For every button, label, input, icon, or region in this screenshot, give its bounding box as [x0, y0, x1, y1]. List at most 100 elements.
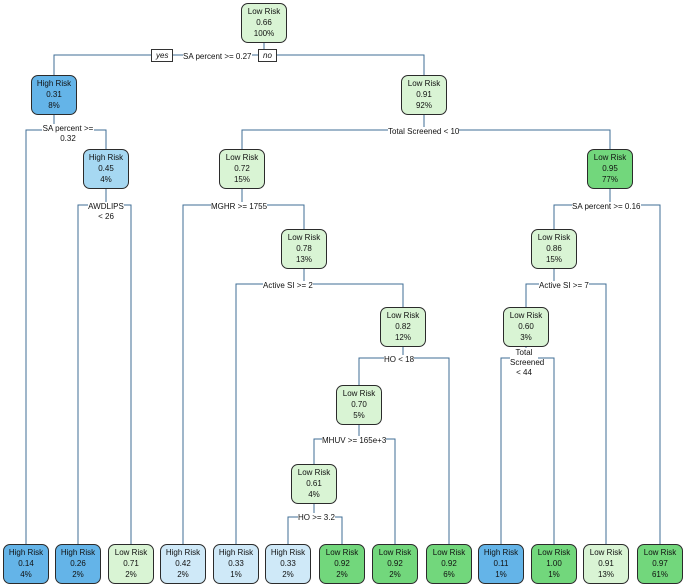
node-pct: 8%	[48, 101, 60, 110]
node-label: Low Risk	[509, 311, 543, 320]
node-label: Low Risk	[432, 548, 466, 557]
node-prob: 0.33	[228, 559, 244, 568]
node-label: Low Risk	[386, 311, 420, 320]
node-pct: 2%	[125, 570, 137, 579]
node-prob: 0.66	[256, 18, 272, 27]
split-condition: SA percent >= 0.16	[572, 202, 641, 212]
split-condition: Total Screened < 10	[388, 127, 460, 137]
node-pct: 6%	[443, 570, 455, 579]
node-label: Low Risk	[537, 548, 571, 557]
node-pct: 2%	[389, 570, 401, 579]
node-pct: 15%	[545, 255, 562, 264]
node-pct: 2%	[282, 570, 294, 579]
node-pct: 77%	[601, 175, 618, 184]
branch-label-no: no	[258, 49, 277, 62]
node-prob: 0.42	[175, 559, 191, 568]
node-pct: 61%	[651, 570, 668, 579]
node-prob: 0.60	[518, 322, 534, 331]
split-condition: SA percent >= 0.27	[183, 52, 252, 62]
node-prob: 0.31	[46, 90, 62, 99]
branch-label-yes: yes	[151, 49, 174, 62]
node-prob: 0.33	[280, 559, 296, 568]
split-condition: Active SI >= 2	[263, 281, 313, 291]
leaf-node: Low Risk 0.97 61%	[637, 544, 683, 584]
leaf-node: Low Risk 0.71 2%	[108, 544, 154, 584]
node-pct: 5%	[353, 411, 365, 420]
node-prob: 0.70	[351, 400, 367, 409]
node-label: High Risk	[218, 548, 254, 557]
node-prob: 0.92	[387, 559, 403, 568]
node-label: High Risk	[36, 79, 72, 88]
split-condition: AWDLIPS < 26	[88, 202, 124, 222]
node-label: Low Risk	[407, 79, 441, 88]
tree-edge	[500, 357, 555, 544]
leaf-node: Low Risk 0.92 2%	[372, 544, 418, 584]
node-pct: 92%	[415, 101, 432, 110]
node-prob: 0.78	[296, 244, 312, 253]
split-condition: HO >= 3.2	[298, 513, 335, 523]
tree-node: Low Risk 0.60 3%	[503, 307, 549, 347]
node-pct: 15%	[233, 175, 250, 184]
node-label: High Risk	[270, 548, 306, 557]
node-pct: 2%	[72, 570, 84, 579]
split-condition: MHUV >= 165e+3	[322, 436, 387, 446]
node-pct: 12%	[394, 333, 411, 342]
node-label: Low Risk	[247, 7, 281, 16]
node-pct: 4%	[100, 175, 112, 184]
node-pct: 100%	[253, 29, 275, 38]
node-prob: 0.92	[441, 559, 457, 568]
node-prob: 0.14	[18, 559, 34, 568]
node-prob: 1.00	[546, 559, 562, 568]
tree-node: Low Risk 0.70 5%	[336, 385, 382, 425]
node-pct: 2%	[177, 570, 189, 579]
node-prob: 0.61	[306, 479, 322, 488]
leaf-node: Low Risk 1.00 1%	[531, 544, 577, 584]
split-condition: Active SI >= 7	[539, 281, 589, 291]
tree-edge	[235, 283, 404, 544]
node-label: High Risk	[88, 153, 124, 162]
node-pct: 13%	[597, 570, 614, 579]
node-prob: 0.97	[652, 559, 668, 568]
leaf-node: High Risk 0.42 2%	[160, 544, 206, 584]
node-pct: 1%	[495, 570, 507, 579]
node-prob: 0.82	[395, 322, 411, 331]
node-pct: 4%	[308, 490, 320, 499]
node-prob: 0.91	[598, 559, 614, 568]
node-label: Low Risk	[297, 468, 331, 477]
split-condition: HO < 18	[384, 355, 415, 365]
split-condition: MGHR >= 1755	[211, 202, 268, 212]
node-label: Low Risk	[342, 389, 376, 398]
node-pct: 2%	[336, 570, 348, 579]
node-label: High Risk	[8, 548, 44, 557]
node-label: High Risk	[60, 548, 96, 557]
node-label: High Risk	[483, 548, 519, 557]
node-label: Low Risk	[378, 548, 412, 557]
node-pct: 3%	[520, 333, 532, 342]
leaf-node: Low Risk 0.92 6%	[426, 544, 472, 584]
node-label: Low Risk	[287, 233, 321, 242]
node-label: Low Risk	[643, 548, 677, 557]
node-prob: 0.26	[70, 559, 86, 568]
node-label: Low Risk	[114, 548, 148, 557]
node-label: Low Risk	[537, 233, 571, 242]
node-pct: 1%	[548, 570, 560, 579]
node-label: Low Risk	[589, 548, 623, 557]
tree-edge	[25, 129, 107, 544]
tree-node: Low Risk 0.82 12%	[380, 307, 426, 347]
node-label: High Risk	[165, 548, 201, 557]
tree-node: Low Risk 0.61 4%	[291, 464, 337, 504]
leaf-node: High Risk 0.33 2%	[265, 544, 311, 584]
split-condition: SA percent >= 0.32	[42, 124, 94, 144]
tree-node: High Risk 0.31 8%	[31, 75, 77, 115]
node-prob: 0.71	[123, 559, 139, 568]
node-prob: 0.95	[602, 164, 618, 173]
node-pct: 4%	[20, 570, 32, 579]
leaf-node: High Risk 0.14 4%	[3, 544, 49, 584]
